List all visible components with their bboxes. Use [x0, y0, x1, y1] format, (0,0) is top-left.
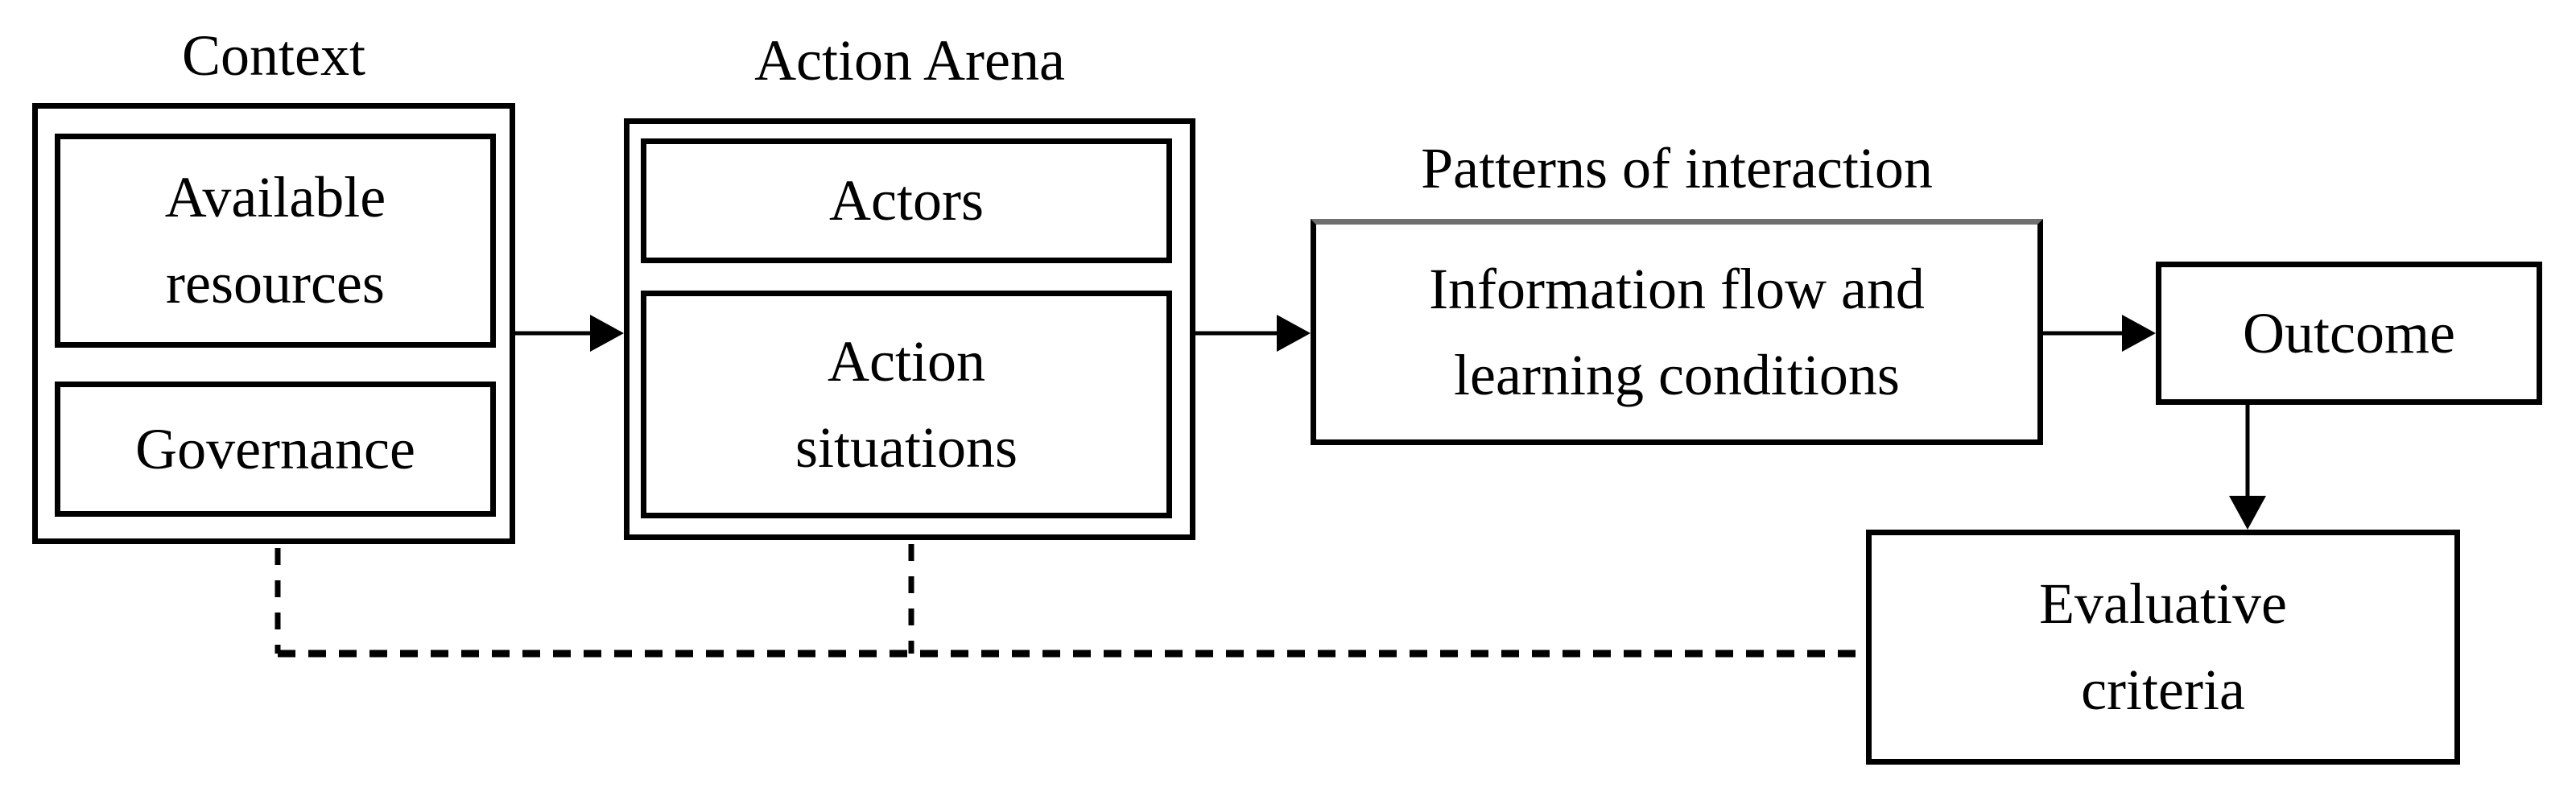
available-resources-box: Available resources [55, 134, 496, 348]
evaluative-criteria-box: Evaluative criteria [1866, 530, 2460, 765]
governance-text: Governance [135, 416, 415, 481]
action-arena-group-box [624, 118, 1195, 540]
outcome-box: Outcome [2156, 262, 2542, 405]
arrow-outcome-to-evaluative-head [2229, 496, 2266, 530]
context-group-box [32, 103, 515, 544]
action-arena-label: Action Arena [754, 28, 1065, 93]
actors-text: Actors [829, 168, 984, 233]
patterns-of-interaction-label: Patterns of interaction [1421, 136, 1933, 200]
action-situations-text: Action situations [795, 328, 1018, 480]
information-flow-text: Information flow and learning conditions [1429, 256, 1925, 407]
evaluative-criteria-text: Evaluative criteria [2039, 571, 2287, 722]
arrow-context-to-action-arena-head [590, 315, 624, 352]
available-resources-text: Available resources [164, 165, 386, 316]
governance-box: Governance [55, 382, 496, 517]
information-flow-box: Information flow and learning conditions [1311, 219, 2043, 445]
arrow-action-arena-to-patterns-head [1277, 315, 1311, 352]
actors-box: Actors [641, 138, 1172, 263]
context-label: Context [182, 23, 365, 88]
arrow-patterns-to-outcome-head [2122, 315, 2156, 352]
action-situations-box: Action situations [641, 291, 1172, 518]
outcome-text: Outcome [2243, 300, 2455, 365]
